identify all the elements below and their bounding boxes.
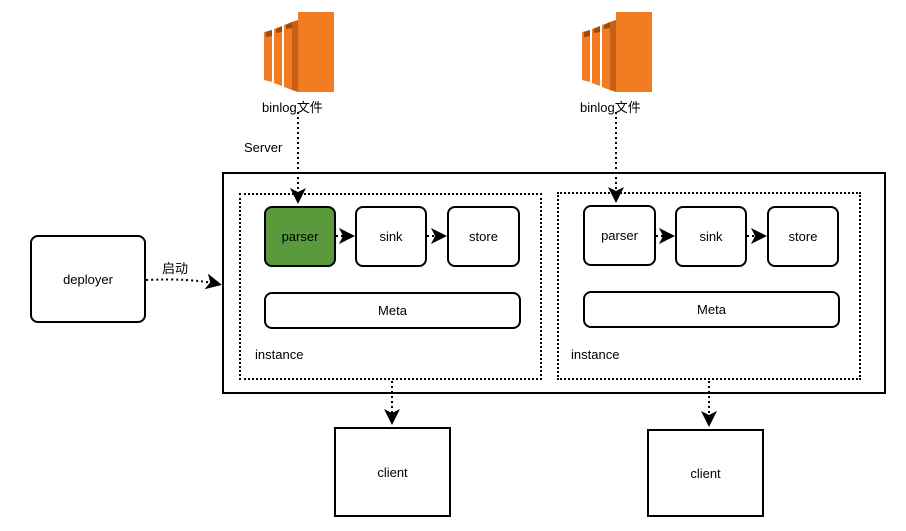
parser-box-2: parser — [583, 205, 656, 266]
binlog-label-2: binlog文件 — [580, 100, 641, 115]
instance-frame-2 — [557, 192, 861, 380]
binlog-server-icon-2 — [582, 12, 652, 92]
deployer-box: deployer — [30, 235, 146, 323]
deployer-to-server-arrow — [145, 273, 222, 290]
instance-frame-1 — [239, 193, 542, 380]
meta-box-2: Meta — [583, 291, 840, 328]
sink-box-1: sink — [355, 206, 427, 267]
binlog-server-icon-1 — [264, 12, 334, 92]
sink-box-2: sink — [675, 206, 747, 267]
client-box-2: client — [647, 429, 764, 517]
deployer-arrow-label: 启动 — [162, 261, 189, 276]
meta-box-1: Meta — [264, 292, 521, 329]
binlog-label-1: binlog文件 — [262, 100, 323, 115]
client-box-1: client — [334, 427, 451, 517]
server-label: Server — [244, 140, 283, 155]
parser-box-1: parser — [264, 206, 336, 267]
instance-label-2: instance — [571, 347, 620, 362]
store-box-1: store — [447, 206, 520, 267]
instance-label-1: instance — [255, 347, 304, 362]
store-box-2: store — [767, 206, 839, 267]
